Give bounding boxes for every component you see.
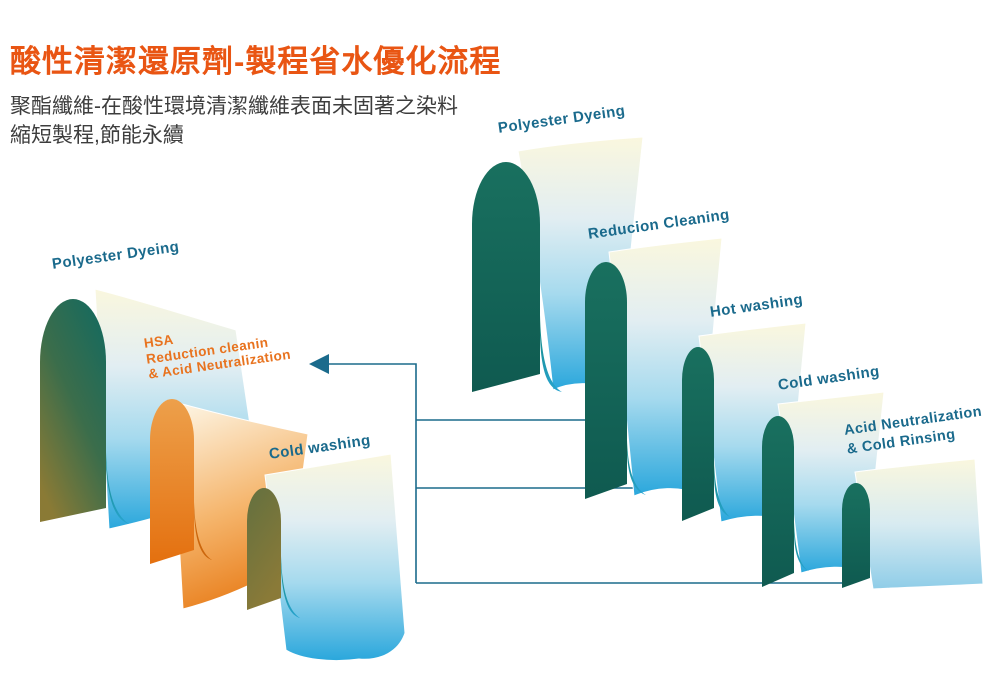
subtitle-line-1: 聚酯纖維-在酸性環境清潔纖維表面未固著之染料 <box>10 95 458 118</box>
arrow-left-icon <box>309 354 329 374</box>
page-subtitle: 聚酯纖維-在酸性環境清潔纖維表面未固著之染料 縮短製程,節能永續 <box>10 92 458 150</box>
fold-tongue <box>540 315 562 392</box>
tombstone <box>842 483 870 588</box>
right-arch-acid-neutralization <box>842 458 984 590</box>
fold-tongue <box>714 462 730 517</box>
sheet <box>854 458 984 590</box>
tombstone <box>247 488 281 610</box>
page-title: 酸性清潔還原劑-製程省水優化流程 <box>10 44 502 79</box>
tombstone <box>762 416 794 587</box>
left-arch-cold-washing <box>247 453 406 662</box>
tombstone <box>682 347 714 521</box>
tombstone <box>40 299 106 522</box>
tombstone <box>150 399 194 564</box>
subtitle-line-2: 縮短製程,節能永續 <box>10 124 184 147</box>
connector-main-line <box>328 363 417 583</box>
tombstone <box>585 262 627 499</box>
tombstone <box>472 162 540 392</box>
sheet <box>264 453 406 662</box>
